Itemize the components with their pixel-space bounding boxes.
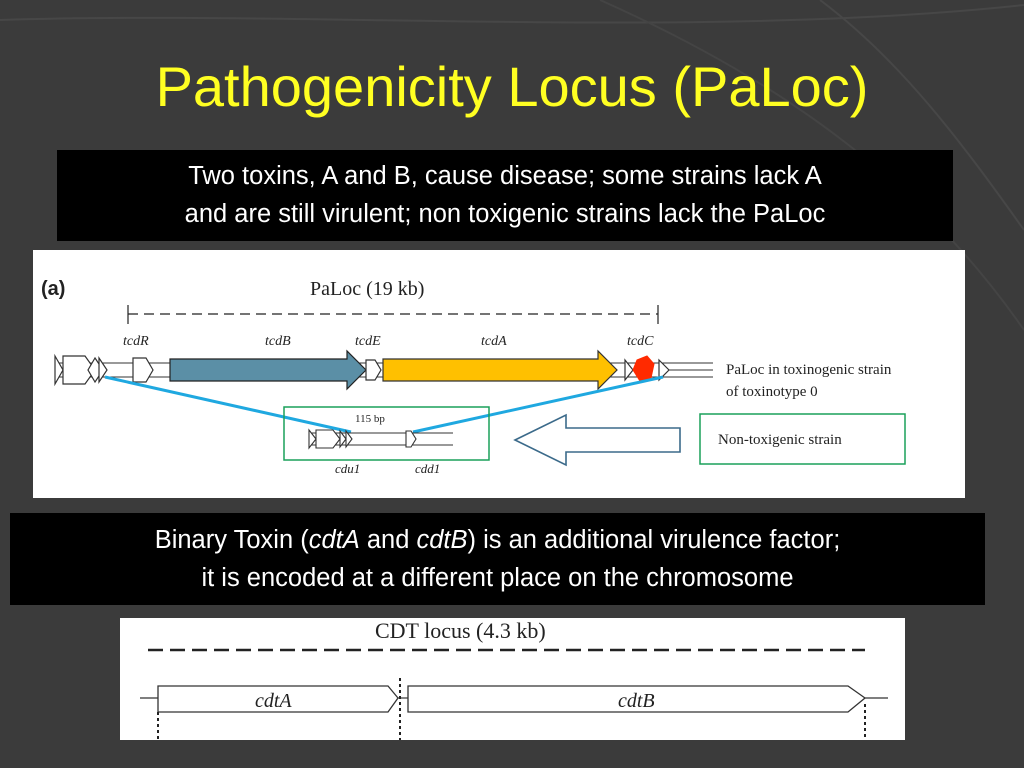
- link-line-left: [104, 375, 352, 434]
- nontoxigenic-label-box: [699, 413, 906, 465]
- paloc-diagram: (a) PaLoc (19 kb) tcdR tcdB tcdE tcdA tc…: [33, 250, 965, 498]
- callout-2-text-before: Binary Toxin (: [154, 526, 309, 554]
- panel-label: (a): [41, 278, 65, 300]
- toxigenic-strain-label-1: PaLoc in toxinogenic strain: [726, 362, 892, 378]
- gene-label-tcdC: tcdC: [627, 334, 654, 349]
- gene-arrow-small: [624, 358, 634, 382]
- paloc-size-label: PaLoc (19 kb): [310, 278, 424, 300]
- left-flank-genes: [54, 353, 108, 387]
- gene-label-tcdE: tcdE: [355, 334, 381, 349]
- callout-line-1: Two toxins, A and B, cause disease; some…: [188, 162, 822, 190]
- gene-arrow-cdtA: [157, 685, 399, 713]
- gene-arrow-tcdB: [169, 349, 367, 391]
- gene-arrow-tcdR: [132, 357, 154, 383]
- paloc-span-bracket: [127, 305, 659, 324]
- callout-line-2: and are still virulent; non toxigenic st…: [184, 200, 826, 228]
- callout-2-text-after: ) is an additional virulence factor;: [467, 526, 841, 554]
- callout-2-line-1: Binary Toxin (cdtA and cdtB) is an addit…: [10, 521, 985, 559]
- gene-label-tcdR: tcdR: [123, 334, 149, 349]
- binary-toxin-callout: Binary Toxin (cdtA and cdtB) is an addit…: [10, 513, 985, 605]
- callout-2-text-mid: and: [359, 526, 417, 554]
- toxigenic-strain-label-2: of toxinotype 0: [726, 384, 818, 400]
- left-arrow-icon: [513, 413, 681, 467]
- slide-title: Pathogenicity Locus (PaLoc): [155, 55, 869, 118]
- gene-arrow-cdtB: [407, 685, 867, 713]
- gene-arrow-tcdC: [632, 355, 655, 382]
- cdtA-label: cdtA: [255, 690, 292, 712]
- gene-arrow-tcdA: [382, 349, 618, 391]
- gene-cdtA: cdtA: [308, 526, 360, 554]
- cdd1-label: cdd1: [415, 461, 440, 476]
- gene-label-tcdB: tcdB: [265, 334, 291, 349]
- gene-arrow-right-flank: [658, 358, 670, 382]
- insert-size-label: 115 bp: [355, 413, 385, 425]
- gene-cdtB: cdtB: [416, 526, 468, 554]
- cdtB-label: cdtB: [618, 690, 655, 712]
- callout-2-line-2: it is encoded at a different place on th…: [201, 564, 794, 592]
- gene-label-tcdA: tcdA: [481, 334, 507, 349]
- nontoxigenic-genes: [308, 428, 417, 450]
- toxin-summary-callout: Two toxins, A and B, cause disease; some…: [57, 150, 953, 241]
- nontoxigenic-strain-label: Non-toxigenic strain: [718, 432, 842, 448]
- cdt-locus-diagram: CDT locus (4.3 kb) cdtA cdtB: [120, 618, 905, 740]
- cdt-locus-label: CDT locus (4.3 kb): [375, 618, 546, 643]
- gene-arrow-tcdE: [365, 359, 382, 381]
- nontoxigenic-region-box: [283, 406, 490, 461]
- cdtB-label-text: cdtB: [618, 690, 655, 712]
- link-line-right: [412, 375, 664, 434]
- cdu1-label: cdu1: [335, 461, 360, 476]
- cdtA-label-text: cdtA: [255, 690, 292, 712]
